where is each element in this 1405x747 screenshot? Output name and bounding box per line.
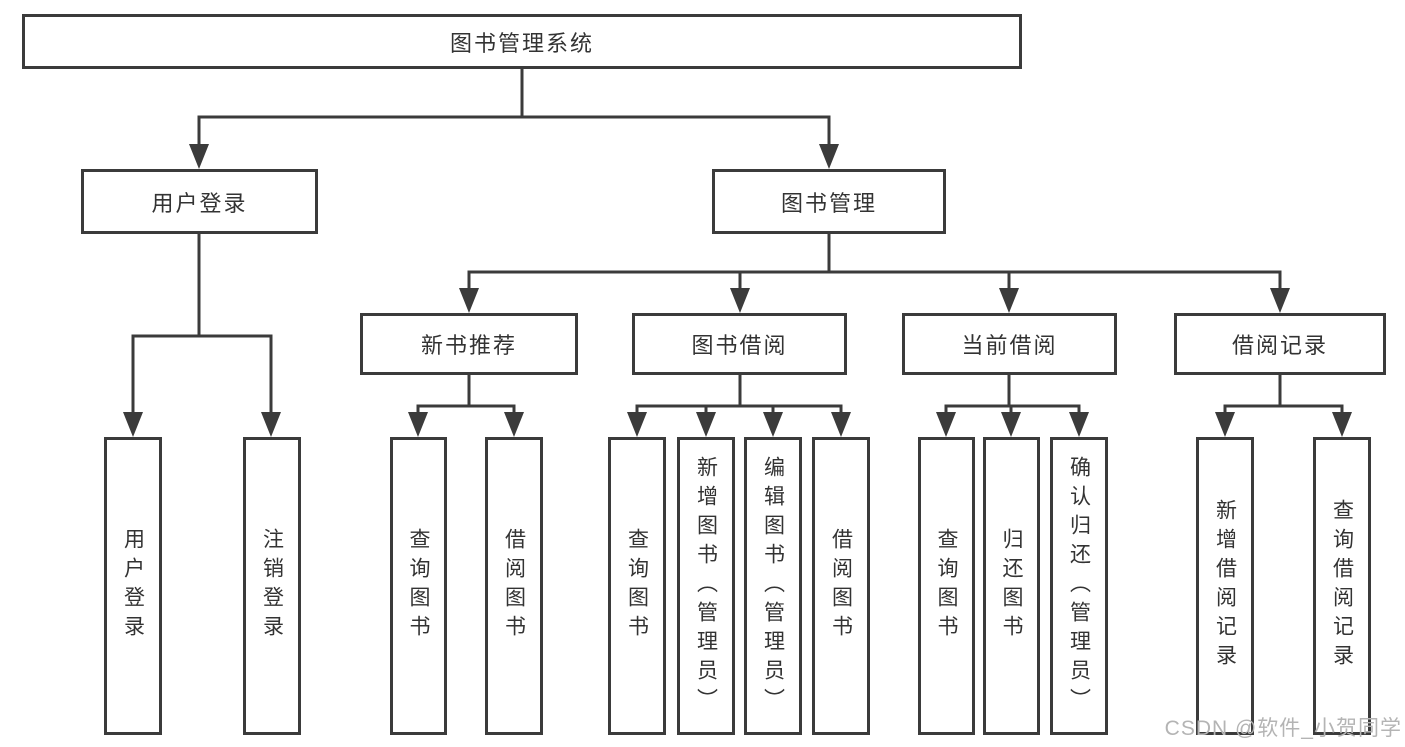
node-leaf-logout: 注销登录 bbox=[243, 437, 301, 735]
node-leaf-query-books-current: 查询图书 bbox=[918, 437, 975, 735]
node-leaf-return-books: 归还图书 bbox=[983, 437, 1040, 735]
node-leaf-return-books-label: 归还图书 bbox=[1000, 528, 1023, 644]
node-book-management: 图书管理 bbox=[712, 169, 946, 234]
node-book-borrowing: 图书借阅 bbox=[632, 313, 847, 375]
node-leaf-logout-label: 注销登录 bbox=[260, 528, 284, 644]
node-user-login: 用户登录 bbox=[81, 169, 318, 234]
node-leaf-query-borrow-record: 查询借阅记录 bbox=[1313, 437, 1371, 735]
node-root: 图书管理系统 bbox=[22, 14, 1022, 69]
node-borrowing-records: 借阅记录 bbox=[1174, 313, 1386, 375]
node-leaf-add-books-admin-label: 新增图书（管理员） bbox=[694, 455, 718, 717]
node-current-borrowing-label: 当前借阅 bbox=[961, 333, 1058, 358]
node-leaf-edit-books-admin-label: 编辑图书（管理员） bbox=[761, 455, 785, 717]
node-leaf-borrow-books-recommend: 借阅图书 bbox=[485, 437, 543, 735]
csdn-watermark: CSDN @软件_小贺同学 bbox=[1164, 717, 1402, 740]
node-leaf-query-borrow-record-label: 查询借阅记录 bbox=[1330, 499, 1354, 673]
node-leaf-borrow-books-borrowing-label: 借阅图书 bbox=[829, 528, 853, 644]
node-borrowing-records-label: 借阅记录 bbox=[1231, 333, 1328, 358]
node-leaf-borrow-books-recommend-label: 借阅图书 bbox=[502, 528, 526, 644]
node-new-book-recommend-label: 新书推荐 bbox=[420, 333, 517, 358]
node-book-management-label: 图书管理 bbox=[780, 190, 877, 216]
node-leaf-query-books-recommend-label: 查询图书 bbox=[407, 528, 430, 644]
node-leaf-add-borrow-record: 新增借阅记录 bbox=[1196, 437, 1254, 735]
node-leaf-query-books-current-label: 查询图书 bbox=[935, 528, 958, 644]
node-book-borrowing-label: 图书借阅 bbox=[691, 333, 788, 358]
node-leaf-user-login: 用户登录 bbox=[104, 437, 162, 735]
node-current-borrowing: 当前借阅 bbox=[902, 313, 1117, 375]
node-leaf-add-borrow-record-label: 新增借阅记录 bbox=[1213, 499, 1237, 673]
node-leaf-add-books-admin: 新增图书（管理员） bbox=[677, 437, 735, 735]
node-new-book-recommend: 新书推荐 bbox=[360, 313, 578, 375]
node-leaf-borrow-books-borrowing: 借阅图书 bbox=[812, 437, 870, 735]
node-root-label: 图书管理系统 bbox=[449, 30, 594, 56]
node-leaf-edit-books-admin: 编辑图书（管理员） bbox=[744, 437, 802, 735]
node-leaf-user-login-label: 用户登录 bbox=[121, 528, 145, 644]
node-leaf-query-books-borrowing: 查询图书 bbox=[608, 437, 666, 735]
node-leaf-confirm-return-admin-label: 确认归还（管理员） bbox=[1067, 455, 1091, 717]
node-leaf-confirm-return-admin: 确认归还（管理员） bbox=[1050, 437, 1108, 735]
node-user-login-label: 用户登录 bbox=[151, 190, 248, 216]
node-leaf-query-books-borrowing-label: 查询图书 bbox=[625, 528, 649, 644]
node-leaf-query-books-recommend: 查询图书 bbox=[390, 437, 447, 735]
